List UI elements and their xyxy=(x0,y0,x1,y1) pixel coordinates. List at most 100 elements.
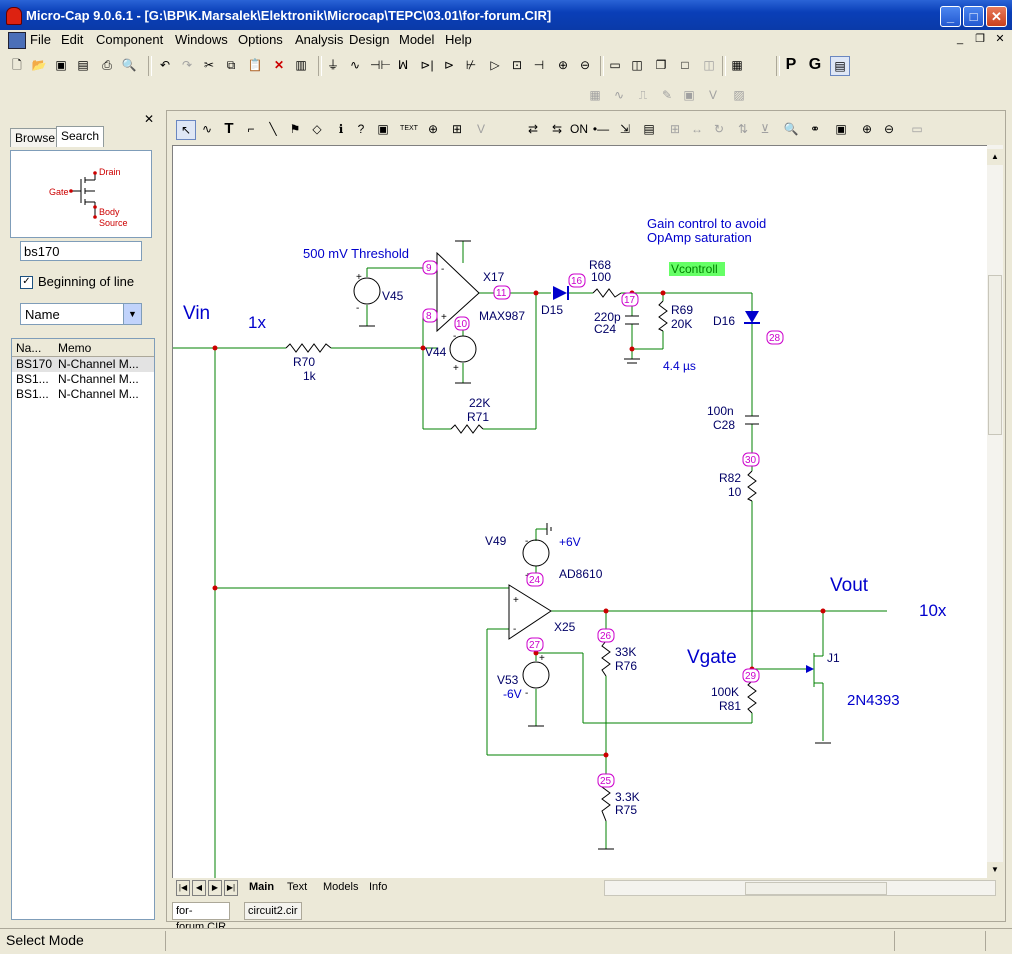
pin-connect-icon[interactable]: ⇄ xyxy=(527,122,539,136)
p-button[interactable]: P xyxy=(785,56,797,73)
vd-icon[interactable]: V xyxy=(708,88,717,102)
menu-model[interactable]: Model xyxy=(399,32,435,47)
next-page-icon[interactable]: ▶ xyxy=(208,880,222,896)
zoom-in-icon[interactable]: ⊕ xyxy=(861,122,873,136)
source-icon[interactable]: ⊕ xyxy=(557,58,569,72)
minimize-button[interactable]: _ xyxy=(940,6,961,27)
maximize-button[interactable]: □ xyxy=(963,6,984,27)
delete-icon[interactable]: ✕ xyxy=(273,58,285,72)
last-page-icon[interactable]: ▶| xyxy=(224,880,238,896)
print-dis-icon[interactable]: ▭ xyxy=(911,122,923,136)
cascade-icon[interactable]: ❐ xyxy=(655,58,667,72)
text-mode-icon[interactable]: TEXT xyxy=(400,125,418,132)
shapes-icon[interactable]: ◇ xyxy=(312,122,322,136)
connect-icon[interactable]: •—• xyxy=(592,122,610,154)
tab-browse[interactable]: Browse xyxy=(10,128,61,147)
mdi-restore-icon[interactable]: ❐ xyxy=(975,33,985,45)
calculator-icon[interactable]: ▦ xyxy=(731,58,743,72)
monitor-icon[interactable]: ▣ xyxy=(835,122,847,136)
horizontal-scrollbar[interactable] xyxy=(604,880,996,896)
split-horizontal-icon[interactable]: ▭ xyxy=(609,58,621,72)
properties-icon[interactable]: ▤ xyxy=(643,122,655,136)
menu-design[interactable]: Design xyxy=(349,32,390,47)
window-icon[interactable]: □ xyxy=(681,58,689,72)
cut-icon[interactable]: ✂ xyxy=(203,58,215,72)
list-item[interactable]: BS1...N-Channel M... xyxy=(12,372,154,387)
tab-search[interactable]: Search xyxy=(56,126,105,147)
column-memo[interactable]: Memo xyxy=(58,341,92,355)
ground-icon[interactable]: ⏚ xyxy=(326,58,339,72)
line-icon[interactable]: ╲ xyxy=(269,122,277,136)
scroll-down-icon[interactable]: ▼ xyxy=(987,862,1003,878)
binoculars-icon[interactable]: ⚭ xyxy=(809,122,821,136)
component-panel-icon[interactable]: ▤ xyxy=(830,56,850,76)
sort-select[interactable]: Name▼ xyxy=(20,303,142,325)
resistor-icon[interactable]: ∿ xyxy=(349,58,361,72)
mirror-icon[interactable]: ↔ xyxy=(691,122,703,136)
battery-icon[interactable]: ⊣ xyxy=(533,58,545,72)
text-tool-icon[interactable]: T xyxy=(224,120,234,137)
mdi-minimize-icon[interactable]: _ xyxy=(956,33,964,45)
cursor-icon[interactable]: ⇲ xyxy=(619,122,631,136)
tab-main[interactable]: Main xyxy=(249,881,275,893)
menu-help[interactable]: Help xyxy=(445,32,472,47)
diode-icon[interactable]: ⊳| xyxy=(420,58,434,72)
scroll-up-icon[interactable]: ▲ xyxy=(987,149,1003,165)
g-button[interactable]: G xyxy=(808,56,822,73)
flip-icon[interactable]: ⇅ xyxy=(737,122,749,136)
list-item[interactable]: BS1...N-Channel M... xyxy=(12,387,154,402)
probe-icon[interactable]: ✎ xyxy=(661,88,673,102)
print-icon[interactable]: ⎙ xyxy=(102,58,112,72)
info-icon[interactable]: ℹ xyxy=(338,122,344,136)
vertical-scrollbar[interactable]: ▲ ▼ xyxy=(987,145,1003,878)
tab-text[interactable]: Text xyxy=(287,881,308,893)
print-preview-icon[interactable]: 🔍 xyxy=(121,58,137,72)
save-icon[interactable]: ▣ xyxy=(55,58,67,72)
chevron-down-icon[interactable]: ▼ xyxy=(123,304,141,324)
beginning-of-line-checkbox[interactable]: ✓ xyxy=(20,276,33,289)
hscroll-thumb[interactable] xyxy=(745,882,887,895)
node-icon[interactable]: ⊕ xyxy=(427,122,439,136)
inductor-icon[interactable]: ꟽ xyxy=(397,58,409,72)
menu-component[interactable]: Component xyxy=(96,32,164,47)
voltage-icon[interactable]: V xyxy=(476,122,485,136)
file-tab-circuit2[interactable]: circuit2.cir xyxy=(244,902,302,920)
tile-icon[interactable]: ◫ xyxy=(703,58,715,72)
app-icon[interactable] xyxy=(6,7,22,25)
orthogonal-wire-icon[interactable]: ⌐ xyxy=(247,122,255,136)
prev-page-icon[interactable]: ◀ xyxy=(192,880,206,896)
document-icon[interactable] xyxy=(8,32,26,49)
search-input[interactable]: bs170 xyxy=(20,241,142,261)
copy-icon[interactable]: ⧉ xyxy=(226,58,236,72)
current-source-icon[interactable]: ⊖ xyxy=(579,58,591,72)
mdi-close-icon[interactable]: ✕ xyxy=(995,33,1005,45)
step-box-icon[interactable]: ⊻ xyxy=(760,122,770,136)
capacitor-icon[interactable]: ⊣⊢ xyxy=(370,58,391,72)
save-all-icon[interactable]: ▤ xyxy=(77,58,89,72)
wave-icon[interactable]: ∿ xyxy=(613,88,625,102)
menu-file[interactable]: File xyxy=(30,32,51,47)
redo-icon[interactable]: ↷ xyxy=(181,58,193,72)
close-button[interactable]: ✕ xyxy=(986,6,1007,27)
column-name[interactable]: Na... xyxy=(16,341,42,355)
wire-icon[interactable]: ∿ xyxy=(201,122,213,136)
pin-icon[interactable]: ▣ xyxy=(377,122,389,136)
schematic-canvas[interactable]: -+ +- +- -+ -+ +- Vin 1x Vout 10x Vgate … xyxy=(172,145,987,879)
transistor-icon[interactable]: ⊬ xyxy=(465,58,477,72)
tab-models[interactable]: Models xyxy=(323,881,359,893)
find-icon[interactable]: 🔍 xyxy=(783,122,799,136)
menu-windows[interactable]: Windows xyxy=(175,32,228,47)
export-icon[interactable]: ▨ xyxy=(733,88,745,102)
group-icon[interactable]: ⊞ xyxy=(669,122,681,136)
image-icon[interactable]: ▣ xyxy=(683,88,695,102)
help-icon[interactable]: ? xyxy=(357,122,365,136)
menu-edit[interactable]: Edit xyxy=(61,32,84,47)
probe-mode-icon[interactable]: ⊞ xyxy=(451,122,463,136)
flag-icon[interactable]: ⚑ xyxy=(289,122,301,136)
paste-icon[interactable]: 📋 xyxy=(247,58,263,72)
menu-analysis[interactable]: Analysis xyxy=(295,32,344,47)
menu-options[interactable]: Options xyxy=(238,32,283,47)
scroll-thumb[interactable] xyxy=(988,275,1002,435)
select-all-icon[interactable]: ▥ xyxy=(295,58,307,72)
